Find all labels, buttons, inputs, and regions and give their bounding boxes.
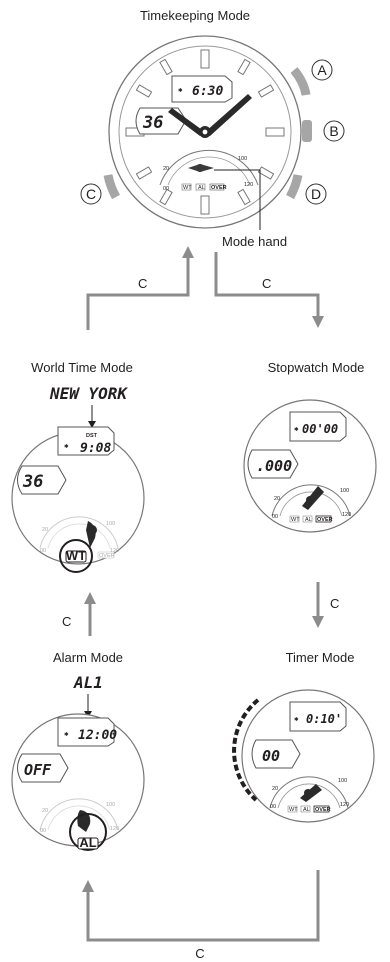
world-time-city: NEW YORK (49, 384, 128, 403)
svg-text:100: 100 (238, 156, 247, 162)
transition-c-right: C (262, 276, 271, 291)
svg-text:00: 00 (40, 828, 46, 834)
timer-progress-arc (232, 698, 260, 802)
world-time-watch: DST ✱ 9:08 36 20 100 120 00 OVER WT (11, 426, 145, 573)
svg-text:100: 100 (340, 488, 349, 494)
button-c-label: C (80, 183, 102, 205)
svg-text:WT: WT (289, 807, 298, 813)
timekeeping-value: 36 (142, 113, 163, 133)
stopwatch-mode-title: Stopwatch Mode (268, 360, 365, 375)
timer-value: 00 (262, 747, 280, 765)
main-watch: ✱ 6:30 36 20 100 120 00 WT AL OVER (103, 35, 312, 229)
dst-indicator: DST (86, 433, 98, 439)
bluetooth-icon: ✱ (64, 443, 69, 450)
svg-text:120: 120 (244, 182, 253, 188)
svg-text:120: 120 (340, 802, 349, 808)
wt-highlight-ring (59, 539, 93, 573)
bluetooth-icon: ✱ (64, 731, 69, 738)
transition-c-left: C (138, 276, 147, 291)
al-badge: AL (79, 835, 96, 850)
svg-text:B: B (329, 123, 338, 139)
mode-hand-callout-line (214, 169, 261, 230)
button-a-label: A (311, 59, 333, 81)
world-time-value: 36 (22, 472, 43, 492)
svg-text:20: 20 (272, 786, 278, 792)
svg-text:20: 20 (274, 496, 280, 502)
stopwatch-value: .000 (256, 457, 292, 475)
world-time-mode-title: World Time Mode (31, 360, 133, 375)
button-d-label: D (305, 183, 327, 205)
svg-text:OVER: OVER (211, 185, 227, 191)
hour-hand (168, 108, 205, 136)
button-a-crown[interactable] (290, 67, 311, 96)
svg-text:100: 100 (106, 521, 115, 527)
button-c-crown[interactable] (103, 174, 120, 200)
svg-text:20: 20 (42, 808, 48, 814)
transition-c-middle-left: C (62, 614, 71, 629)
bluetooth-icon: ✱ (294, 426, 299, 433)
timer-watch: ✱ 0:10' 00 20 100 120 00 WT AL OVER (232, 689, 375, 823)
transition-c-middle-right: C (330, 596, 339, 611)
alarm-mode-title: Alarm Mode (53, 650, 123, 665)
transition-c-bottom: C (195, 946, 204, 961)
button-b-label: B (323, 120, 345, 142)
svg-text:00: 00 (270, 804, 276, 810)
svg-text:OVER: OVER (317, 517, 333, 523)
svg-text:100: 100 (106, 802, 115, 808)
stopwatch-time: 00'00 (302, 422, 338, 436)
minute-hand (205, 94, 252, 136)
bluetooth-icon: ✱ (294, 716, 299, 723)
svg-text:D: D (311, 186, 321, 202)
svg-text:120: 120 (342, 512, 351, 518)
alarm-name: AL1 (73, 673, 103, 692)
button-d-crown[interactable] (286, 174, 303, 200)
svg-text:120: 120 (110, 826, 119, 832)
upper-lcd-window (171, 75, 233, 103)
svg-text:A: A (317, 62, 327, 78)
svg-text:100: 100 (338, 778, 347, 784)
arrow-timekeeping-to-stopwatch (214, 252, 324, 328)
alarm-time: 12:00 (78, 728, 117, 743)
svg-text:AL: AL (305, 517, 312, 523)
world-time-time: 9:08 (80, 441, 111, 456)
svg-text:OVER: OVER (99, 553, 115, 559)
hour-markers (125, 49, 285, 215)
sub-dial: 20 100 120 00 WT AL OVER (159, 149, 259, 192)
wt-badge: WT (66, 548, 86, 563)
alarm-value: OFF (24, 761, 52, 779)
svg-text:AL: AL (198, 185, 205, 191)
svg-text:00: 00 (272, 514, 278, 520)
arrow-timer-to-alarm (82, 870, 320, 942)
svg-text:120: 120 (110, 548, 119, 554)
arrow-worldtime-to-timekeeping (86, 246, 194, 330)
svg-text:C: C (86, 186, 96, 202)
svg-text:20: 20 (163, 166, 169, 172)
city-pointer-arrow (88, 421, 96, 428)
timer-mode-title: Timer Mode (286, 650, 355, 665)
svg-text:20: 20 (42, 527, 48, 533)
timer-time: 0:10' (306, 712, 342, 726)
svg-text:OVER: OVER (315, 807, 331, 813)
timekeeping-time: 6:30 (192, 84, 223, 99)
svg-text:WT: WT (183, 185, 192, 191)
bluetooth-icon: ✱ (178, 87, 183, 94)
mode-hand-callout: Mode hand (222, 234, 287, 249)
alarm-watch: ✱ 12:00 OFF 20 100 120 00 AL (11, 713, 145, 851)
svg-text:00: 00 (40, 548, 46, 554)
stopwatch-watch: ✱ 00'00 .000 20 100 120 00 WT AL OVER (243, 399, 377, 533)
button-b-crown[interactable] (302, 120, 312, 142)
al-highlight-ring (69, 813, 107, 851)
svg-text:00: 00 (163, 186, 169, 192)
timekeeping-mode-title: Timekeeping Mode (140, 8, 250, 23)
svg-text:AL: AL (303, 807, 310, 813)
svg-text:WT: WT (291, 517, 300, 523)
